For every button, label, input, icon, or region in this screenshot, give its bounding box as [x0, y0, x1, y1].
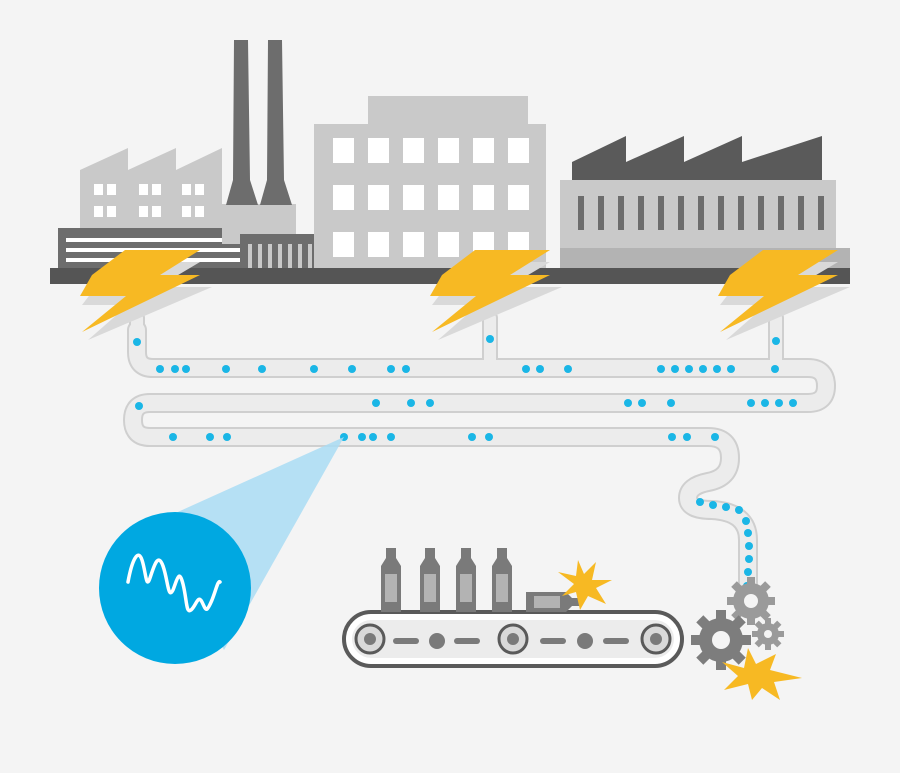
lightning-bolt-icon — [718, 250, 850, 340]
conveyor-belt-icon — [342, 610, 684, 668]
gears — [691, 577, 802, 700]
gear-icon — [691, 610, 751, 670]
bottle-icon — [420, 548, 440, 612]
bottles — [381, 548, 612, 612]
lightning-bolt-icon — [80, 250, 212, 340]
office-building — [314, 96, 546, 270]
bottle-icon — [492, 548, 512, 612]
bottle-icon — [456, 548, 476, 612]
fallen-bottle-icon — [526, 592, 580, 612]
lightning-bolt-icon — [430, 250, 562, 340]
left-sawtooth-building — [58, 148, 240, 270]
waveform-icon — [99, 512, 251, 664]
spark-icon — [722, 648, 802, 700]
gear-icon — [727, 577, 775, 625]
factory-skyline — [50, 40, 850, 284]
gear-icon — [752, 618, 784, 650]
spark-icon — [558, 560, 612, 610]
bottle-icon — [381, 548, 401, 612]
smokestacks — [222, 40, 296, 244]
